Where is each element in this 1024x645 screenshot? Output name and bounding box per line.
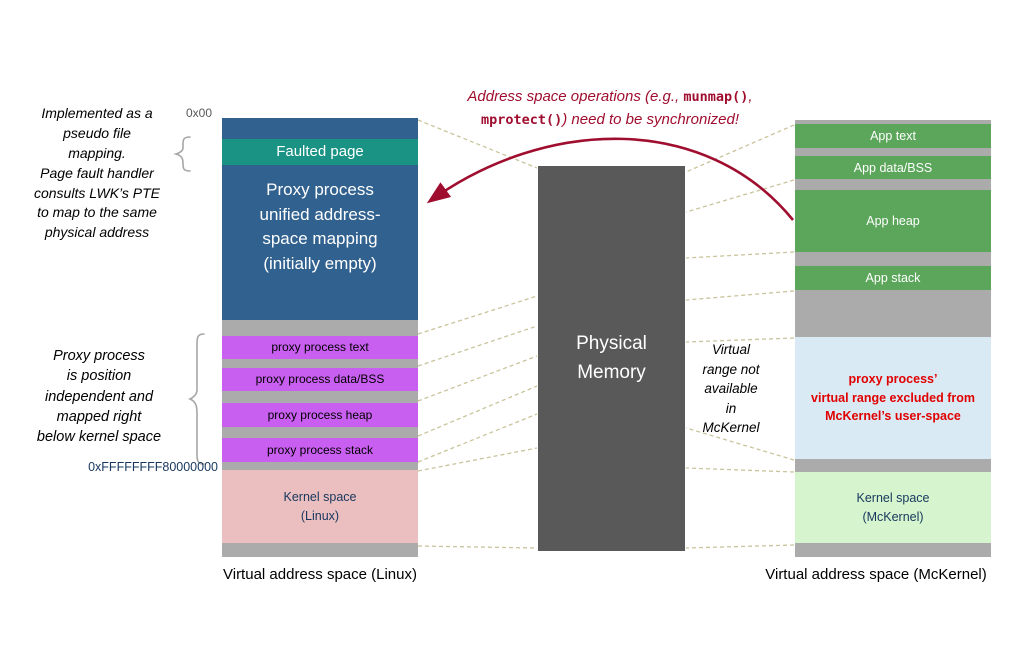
proxy-position-note: Proxy process is position independent an…	[36, 348, 162, 446]
linux-kernel-space-region: Kernel space (Linux)	[222, 470, 418, 543]
linux-bottom-gray-band	[222, 543, 418, 557]
linux-caption: Virtual address space (Linux)	[223, 566, 417, 583]
sync-annotation: Address space operations (e.g., munmap()…	[430, 86, 790, 131]
proxy-heap-band: proxy process heap	[222, 403, 418, 427]
unified-mapping-region: Faulted page Proxy process unified addre…	[222, 118, 418, 320]
app-data-bss-band: App data/BSS	[795, 156, 991, 179]
brace-faulted-page	[173, 136, 191, 172]
address-label-top: 0x00	[186, 106, 213, 120]
proxy-text-band: proxy process text	[222, 336, 418, 359]
app-heap-band: App heap	[795, 190, 991, 252]
proxy-data-bss-band: proxy process data/BSS	[222, 368, 418, 391]
brace-proxy-region	[187, 333, 205, 465]
app-stack-band: App stack	[795, 266, 991, 290]
linux-kernel-space-label: Kernel space (Linux)	[283, 490, 357, 523]
unified-mapping-label: Proxy process unified address- space map…	[259, 180, 381, 273]
sync-text-2: ,	[748, 88, 753, 105]
mckernel-caption: Virtual address space (McKernel)	[765, 566, 987, 583]
app-text-band: App text	[795, 124, 991, 148]
linux-address-space-column: Faulted page Proxy process unified addre…	[222, 118, 418, 557]
excluded-range-label: proxy process’ virtual range excluded fr…	[811, 371, 975, 424]
sync-line-2: mprotect()) need to be synchronized!	[430, 109, 790, 132]
munmap-code: munmap()	[683, 89, 749, 105]
physical-memory-box: Physical Memory	[538, 166, 685, 551]
physical-memory-label: Physical Memory	[576, 333, 647, 383]
address-label-kernel-base: 0xFFFFFFFF80000000	[88, 460, 218, 474]
excluded-range-region: proxy process’ virtual range excluded fr…	[795, 337, 991, 459]
proxy-stack-band: proxy process stack	[222, 438, 418, 462]
pseudo-file-note: Implemented as a pseudo file mapping. Pa…	[33, 105, 161, 241]
proxy-segments-region: proxy process text proxy process data/BS…	[222, 320, 418, 470]
sync-text-3: ) need to be synchronized!	[562, 110, 740, 128]
faulted-page-band: Faulted page	[222, 139, 418, 165]
mprotect-code: mprotect()	[480, 111, 563, 128]
sync-line-1: Address space operations (e.g., munmap()…	[430, 86, 790, 109]
mckernel-address-space-column: App text App data/BSS App heap App stack…	[795, 120, 991, 557]
sync-text-1: Address space operations (e.g.,	[467, 88, 684, 105]
virtual-range-note: Virtual range not available in McKernel	[702, 342, 760, 436]
mckernel-kernel-space-region: Kernel space (McKernel)	[795, 472, 991, 543]
mckernel-kernel-space-label: Kernel space (McKernel)	[856, 491, 930, 524]
